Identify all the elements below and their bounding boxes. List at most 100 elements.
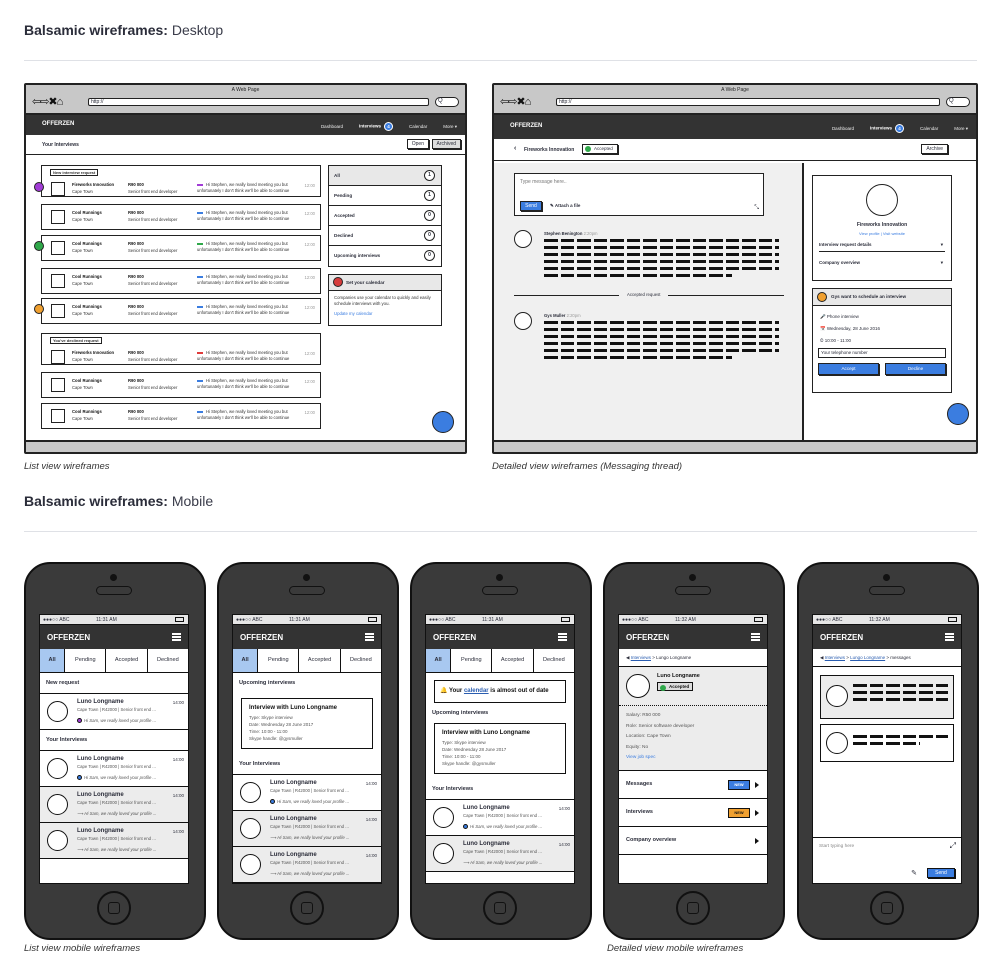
check-icon — [585, 146, 591, 152]
accordion-interview-details[interactable]: Interview request details▾ — [819, 242, 945, 252]
search-icon[interactable]: Q — [946, 97, 970, 107]
expand-icon[interactable]: ⤢ — [949, 841, 956, 850]
back-chevron-icon[interactable]: ‹ — [514, 145, 517, 152]
nav-dashboard[interactable]: Dashboard — [320, 124, 343, 129]
fab-button[interactable] — [947, 403, 969, 425]
tab-accepted[interactable]: Accepted — [106, 649, 148, 672]
browser-nav-icons[interactable]: ⇦⇨✖⌂ — [500, 96, 531, 108]
tab-all[interactable]: All — [233, 649, 259, 672]
tab-accepted[interactable]: Accepted — [299, 649, 341, 672]
home-button[interactable] — [97, 891, 131, 925]
status-bar — [26, 440, 465, 452]
nav-more[interactable]: More ▾ — [443, 123, 457, 129]
breadcrumb-person[interactable]: Lungo Longname — [850, 655, 886, 660]
search-icon[interactable]: Q — [435, 97, 459, 107]
decline-button[interactable]: Decline — [885, 363, 946, 375]
send-button[interactable]: Send — [927, 868, 955, 878]
calendar-link[interactable]: calendar — [463, 688, 489, 694]
breadcrumb-interviews[interactable]: Interviews — [630, 655, 651, 660]
send-button[interactable]: Send — [520, 201, 542, 211]
tab-declined[interactable]: Declined — [542, 657, 565, 663]
home-button[interactable] — [870, 891, 904, 925]
accepted-badge: Accepted — [582, 144, 618, 154]
home-button[interactable] — [483, 891, 517, 925]
nav-dashboard[interactable]: Dashboard — [831, 126, 854, 131]
telephone-input[interactable]: Your telephone number — [818, 348, 946, 358]
archive-button[interactable]: Archive — [921, 144, 948, 154]
row-company-overview[interactable]: Company overview — [619, 827, 767, 855]
view-job-spec-link[interactable]: View job spec — [626, 755, 656, 760]
message: Gys Muller 2:20pm — [544, 313, 779, 363]
count-badge: 4 — [383, 122, 393, 131]
tab-accepted[interactable]: Accepted — [492, 649, 534, 672]
menu-icon[interactable] — [365, 633, 374, 641]
fab-button[interactable] — [432, 411, 454, 433]
tab-declined[interactable]: Declined — [349, 657, 372, 663]
section-title-desktop: Balsamic wireframes: Desktop — [24, 22, 224, 38]
avatar — [514, 312, 532, 330]
browser-nav-icons[interactable]: ⇦⇨✖⌂ — [32, 96, 63, 108]
caption-list-mobile: List view mobile wireframes — [24, 943, 141, 954]
expand-icon[interactable]: ⤡ — [754, 205, 759, 211]
attach-icon[interactable]: ✎ — [911, 870, 917, 877]
tab-pending[interactable]: Pending — [451, 649, 493, 672]
archived-button[interactable]: Archived — [431, 139, 461, 149]
accept-button[interactable]: Accept — [818, 363, 879, 375]
nav-more[interactable]: More ▾ — [954, 125, 968, 131]
arrow-icon — [197, 380, 203, 382]
nav-calendar[interactable]: Calendar — [919, 126, 939, 131]
tab-pending[interactable]: Pending — [65, 649, 107, 672]
open-button[interactable]: Open — [406, 139, 429, 149]
update-calendar-link[interactable]: Update my calendar — [334, 311, 373, 316]
menu-icon[interactable] — [751, 633, 760, 641]
compose-area[interactable]: Start typing here ⤢ ✎ Send — [813, 837, 961, 883]
home-button[interactable] — [676, 891, 710, 925]
url-field[interactable]: http:// — [556, 98, 940, 106]
tab-all[interactable]: All — [426, 649, 452, 672]
accordion-company-overview[interactable]: Company overview▾ — [819, 260, 943, 265]
avatar — [514, 230, 532, 248]
menu-icon[interactable] — [172, 633, 181, 641]
nav-calendar[interactable]: Calendar — [408, 124, 428, 129]
breadcrumb-interviews[interactable]: Interviews — [824, 655, 845, 660]
menu-icon[interactable] — [945, 633, 954, 641]
compose-box[interactable]: Type message here.. Send ✎ Attach a file… — [514, 173, 764, 216]
menu-icon[interactable] — [558, 633, 567, 641]
tab-declined[interactable]: Declined — [156, 657, 179, 663]
tab-all[interactable]: All — [40, 649, 66, 672]
home-button[interactable] — [290, 891, 324, 925]
tab-pending[interactable]: Pending — [258, 649, 300, 672]
url-field[interactable]: http:// — [88, 98, 429, 106]
profile-links[interactable]: View profile | Visit website — [858, 231, 906, 236]
attach-file-button[interactable]: ✎ Attach a file — [550, 203, 581, 208]
